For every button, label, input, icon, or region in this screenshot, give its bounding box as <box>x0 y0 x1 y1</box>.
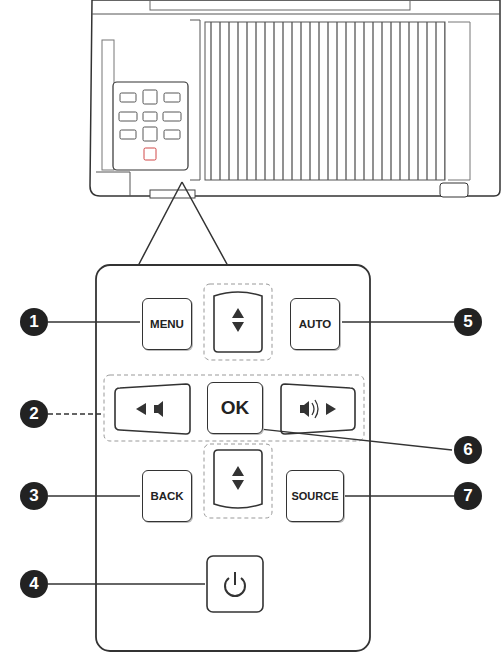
callout-number: 6 <box>454 436 482 464</box>
callout-number: 4 <box>20 570 48 598</box>
button-label: MENU <box>150 318 184 330</box>
button-label: BACK <box>150 490 183 502</box>
back-button: BACK <box>142 470 192 522</box>
button-label: SOURCE <box>291 490 338 502</box>
button-label: AUTO <box>299 318 331 330</box>
callout-number: 5 <box>454 308 482 336</box>
menu-button: MENU <box>142 298 192 350</box>
source-button: SOURCE <box>286 470 344 522</box>
auto-button: AUTO <box>290 298 340 350</box>
button-label: OK <box>221 397 250 419</box>
callout-number: 2 <box>20 400 48 428</box>
callout-number: 1 <box>20 308 48 336</box>
ok-button: OK <box>207 382 263 434</box>
callout-number: 7 <box>454 482 482 510</box>
callout-number: 3 <box>20 482 48 510</box>
